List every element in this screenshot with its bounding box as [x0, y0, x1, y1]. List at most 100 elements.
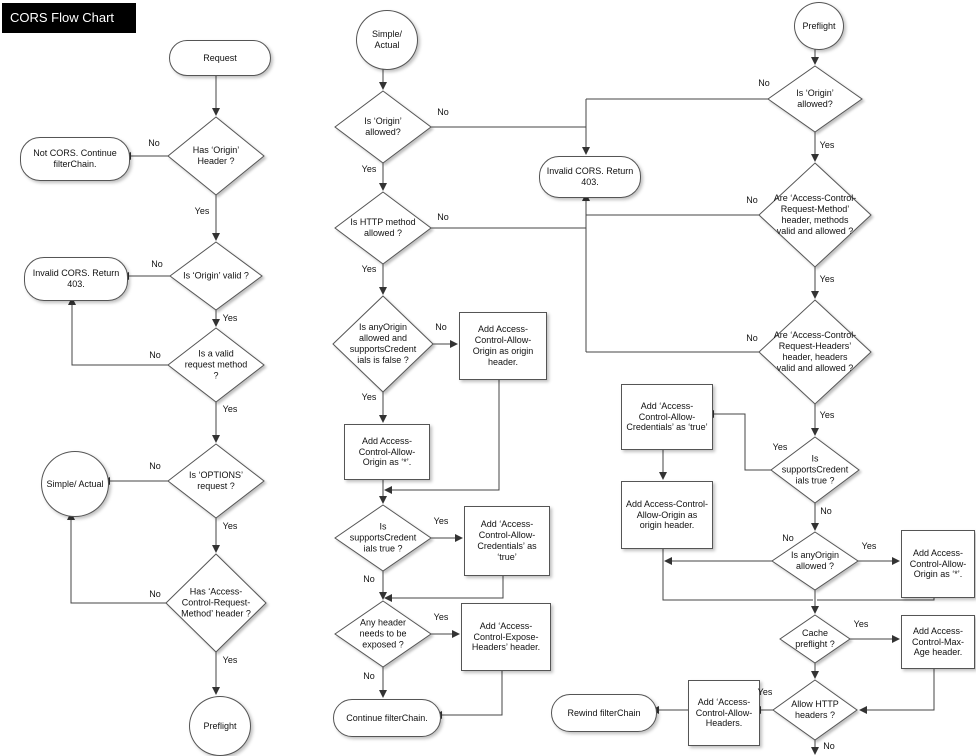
- node-simple-actual-left: Simple/ Actual: [41, 451, 109, 517]
- edge-label-yes: Yes: [361, 392, 377, 402]
- node-label: Are ‘Access-Control-Request-Headers’ hea…: [773, 330, 857, 373]
- node-label: Add Access-Control-Max-Age header.: [911, 625, 964, 658]
- edge-label-no: No: [148, 138, 160, 148]
- node-allow-http-headers: Allow HTTP headers ?: [785, 699, 845, 721]
- edge-label-no: No: [149, 350, 161, 360]
- node-label: Invalid CORS. Return 403.: [32, 268, 120, 289]
- edge-label-no: No: [820, 506, 832, 516]
- edge-label-yes: Yes: [861, 541, 877, 551]
- edge-label-yes: Yes: [222, 313, 238, 323]
- edge-m-add-origin-header-out: [384, 374, 500, 494]
- node-label: Is anyOrigin allowed and supportsCredent…: [349, 322, 417, 365]
- node-r-add-credentials: Add ‘Access-Control-Allow-Credentials’ a…: [621, 384, 713, 450]
- node-label: Has ‘Origin’ Header ?: [192, 145, 240, 166]
- node-has-origin-header: Has ‘Origin’ Header ?: [185, 145, 247, 167]
- node-is-origin-valid: Is ‘Origin’ valid ?: [183, 271, 249, 282]
- edge-label-no: No: [149, 461, 161, 471]
- edge-label-yes: Yes: [194, 206, 210, 216]
- node-label: Is HTTP method allowed ?: [350, 217, 416, 238]
- node-is-options-request: Is ‘OPTIONS’ request ?: [186, 470, 246, 492]
- node-is-valid-request-method: Is a valid request method ?: [184, 349, 248, 382]
- edge-label-no: No: [823, 741, 835, 751]
- edge-label-no: No: [363, 574, 375, 584]
- node-label: Is ‘Origin’ valid ?: [183, 270, 249, 281]
- node-invalid-cors-left: Invalid CORS. Return 403.: [24, 257, 128, 301]
- node-label: Rewind filterChain: [567, 707, 641, 718]
- edge-acrm-header-no: [67, 512, 166, 604]
- node-m-is-anyorigin: Is anyOrigin allowed and supportsCredent…: [345, 322, 421, 366]
- node-label: Is supportsCredent ials true ?: [349, 521, 417, 554]
- node-label: Request: [203, 52, 237, 63]
- node-preflight-left: Preflight: [189, 696, 251, 756]
- edge-label-yes: Yes: [819, 410, 835, 420]
- edge-r-supports-cred-yes: [706, 410, 771, 471]
- edge-label-no: No: [437, 107, 449, 117]
- node-label: Simple/ Actual: [371, 29, 402, 50]
- edge-label-yes: Yes: [361, 164, 377, 174]
- edge-m-add-credentials-out: [384, 570, 504, 602]
- edge-label-no: No: [435, 322, 447, 332]
- node-label: Invalid CORS. Return 403.: [546, 166, 634, 187]
- node-label: Cache preflight ?: [795, 628, 835, 649]
- node-label: Preflight: [203, 720, 237, 731]
- edge-label-yes: Yes: [433, 516, 449, 526]
- node-m-add-star: Add Access-Control-Allow-Origin as ‘*’.: [344, 424, 430, 480]
- node-simple-actual-mid: Simple/ Actual: [356, 10, 418, 70]
- node-r-is-supports-credentials: Is supportsCredent ials true ?: [777, 454, 853, 487]
- node-label: Is anyOrigin allowed ?: [790, 550, 840, 571]
- edge-label-yes: Yes: [222, 521, 238, 531]
- node-continue-filterchain: Continue filterChain.: [333, 699, 441, 737]
- edge-valid-method-no: [68, 297, 168, 366]
- edge-label-yes: Yes: [433, 612, 449, 622]
- node-rewind-filterchain: Rewind filterChain: [551, 694, 657, 732]
- edge-m-add-expose-out: [434, 665, 503, 719]
- edge-label-no: No: [746, 195, 758, 205]
- node-label: Is a valid request method ?: [184, 348, 248, 381]
- node-r-acrh-valid: Are ‘Access-Control-Request-Headers’ hea…: [773, 330, 857, 374]
- node-r-add-origin-header: Add Access-Control-Allow-Origin as origi…: [621, 481, 713, 549]
- edge-label-no: No: [746, 333, 758, 343]
- node-label: Preflight: [802, 20, 836, 31]
- diamond-shapes: [165, 65, 872, 741]
- node-preflight-right: Preflight: [794, 2, 844, 50]
- node-label: Not CORS. Continue filterChain.: [33, 148, 117, 169]
- chart-title: CORS Flow Chart: [2, 3, 136, 33]
- node-m-add-origin-header: Add Access-Control-Allow-Origin as origi…: [459, 312, 547, 380]
- node-label: Simple/ Actual: [46, 478, 104, 489]
- node-m-add-expose-headers: Add ‘Access-Control-Expose-Headers’ head…: [461, 603, 551, 671]
- edge-label-yes: Yes: [222, 655, 238, 665]
- edge-label-no: No: [437, 212, 449, 222]
- edge-max-age-out: [859, 663, 935, 714]
- node-m-is-origin-allowed: Is ‘Origin’ allowed?: [355, 116, 411, 138]
- edge-label-yes: Yes: [819, 274, 835, 284]
- edge-label-no: No: [758, 78, 770, 88]
- node-r-is-origin-allowed: Is ‘Origin’ allowed?: [787, 88, 843, 110]
- node-label: Add ‘Access-Control-Allow-Credentials’ a…: [626, 400, 708, 433]
- node-has-acrm-header: Has ‘Access-Control-Request-Method’ head…: [178, 587, 254, 620]
- node-cache-preflight: Cache preflight ?: [790, 628, 840, 650]
- node-label: Add Access-Control-Allow-Origin as ‘*’.: [358, 435, 416, 468]
- node-label: Add ‘Access-Control-Expose-Headers’ head…: [471, 620, 541, 653]
- edge-label-no: No: [782, 533, 794, 543]
- node-add-allow-headers: Add ‘Access-Control-Allow-Headers.: [688, 680, 760, 746]
- node-label: Allow HTTP headers ?: [791, 699, 839, 720]
- node-r-add-star: Add Access-Control-Allow-Origin as ‘*’.: [901, 530, 975, 598]
- node-label: Any header needs to be exposed ?: [359, 617, 407, 650]
- node-r-is-anyorigin-allowed: Is anyOrigin allowed ?: [784, 550, 846, 572]
- node-label: Continue filterChain.: [346, 712, 428, 723]
- node-label: Has ‘Access-Control-Request-Method’ head…: [181, 586, 251, 619]
- edge-label-no: No: [363, 671, 375, 681]
- edge-label-yes: Yes: [819, 140, 835, 150]
- edge-label-no: No: [149, 589, 161, 599]
- node-label: Add ‘Access-Control-Allow-Headers.: [695, 696, 753, 729]
- node-request: Request: [169, 40, 271, 76]
- node-r-acrm-valid: Are ‘Access-Control-Request-Method’ head…: [773, 193, 857, 237]
- node-label: Is ‘Origin’ allowed?: [364, 116, 402, 137]
- node-label: Is ‘Origin’ allowed?: [796, 88, 834, 109]
- edge-label-yes: Yes: [772, 442, 788, 452]
- node-m-is-supports-credentials: Is supportsCredent ials true ?: [345, 522, 421, 555]
- edge-label-yes: Yes: [757, 687, 773, 697]
- node-m-add-credentials: Add ‘Access-Control-Allow-Credentials’ a…: [464, 506, 550, 576]
- node-label: Are ‘Access-Control-Request-Method’ head…: [773, 193, 857, 236]
